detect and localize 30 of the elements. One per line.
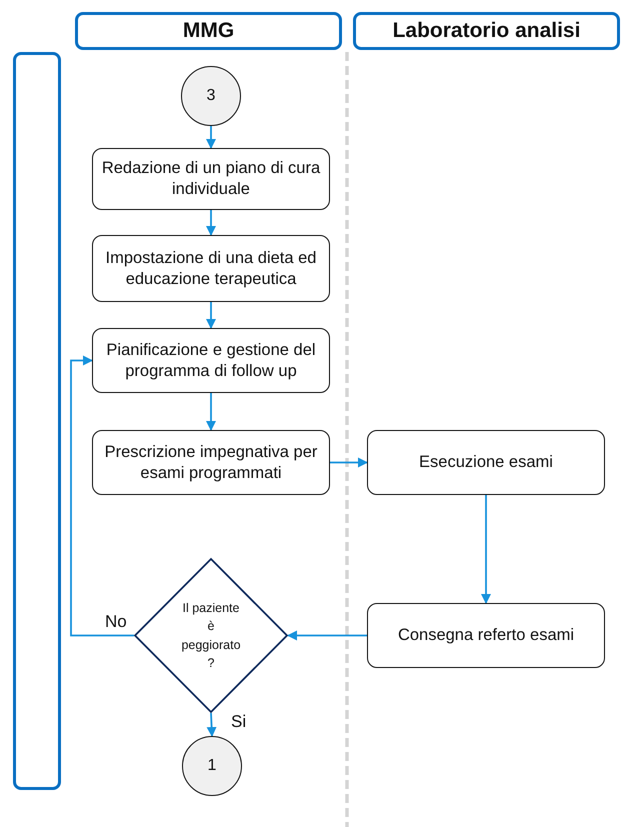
lane-title: Laboratorio analisi	[392, 19, 580, 43]
arrow	[70, 356, 134, 636]
process-box	[92, 148, 330, 210]
arrow	[287, 630, 367, 640]
arrow	[330, 458, 368, 468]
lane-title: MMG	[182, 19, 234, 43]
connector-number: 1	[208, 757, 216, 775]
arrow	[481, 495, 491, 604]
process-text: Esecuzione esami	[419, 452, 553, 473]
process-text: Consegna referto esami	[398, 625, 574, 646]
arrow	[206, 712, 217, 737]
lane-header	[75, 12, 342, 50]
process-box	[92, 430, 330, 495]
process-box	[92, 235, 330, 302]
decision-text: Il paziente è peggiorato ?	[180, 600, 242, 672]
arrow	[206, 302, 216, 329]
decision-diamond	[134, 558, 288, 713]
process-text: Prescrizione impegnativa per esami programmati	[104, 442, 318, 484]
process-text: Redazione di un piano di cura individuale	[101, 158, 321, 200]
arrow	[206, 126, 216, 149]
arrow	[206, 210, 216, 236]
arrow	[206, 393, 216, 431]
process-text: Impostazione di una dieta ed educazione terapeutica	[104, 248, 318, 290]
process-box	[367, 603, 605, 668]
process-box	[92, 328, 330, 393]
lane-header	[353, 12, 620, 50]
process-box	[367, 430, 605, 495]
process-text: Pianificazione e gestione del programma di follow up	[105, 340, 317, 382]
connector-number: 3	[206, 87, 216, 105]
side-bar	[13, 52, 61, 790]
